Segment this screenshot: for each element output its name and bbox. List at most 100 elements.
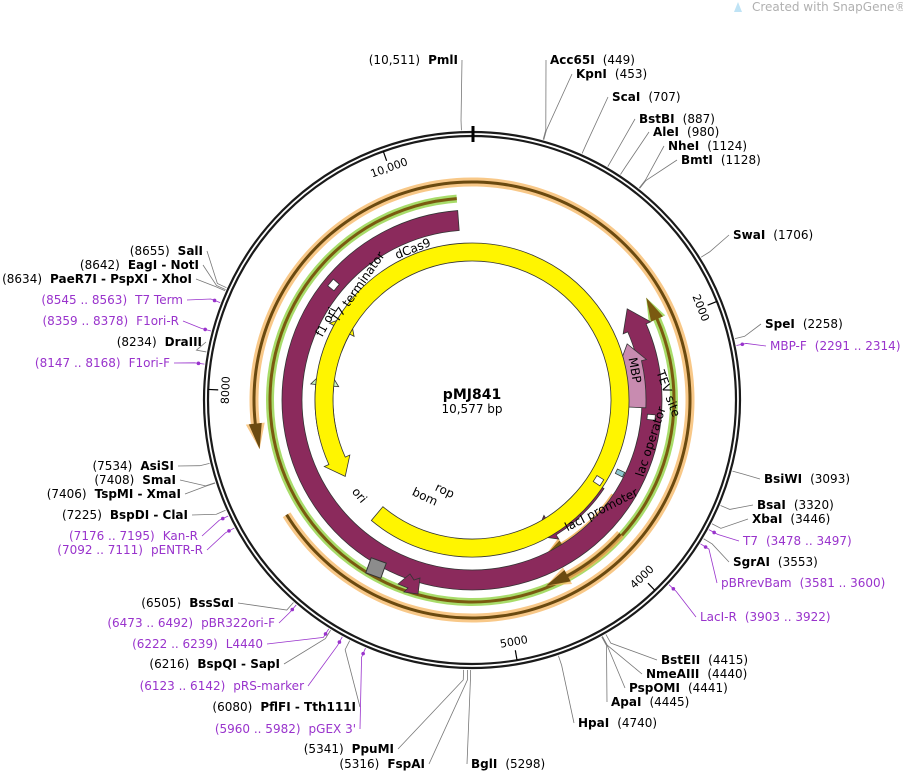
primers[interactable]: MBP-F(2291 .. 2314) T7(3478 .. 3497) pBRre… [35, 293, 901, 736]
site-label[interactable]: AleI(980) [653, 125, 719, 139]
site-bstbi[interactable]: BstBI(887) [639, 112, 715, 126]
site-label[interactable]: KpnI(453) [576, 67, 647, 81]
site-label[interactable]: (6216)BspQI - SapI [149, 657, 280, 671]
site-bsai[interactable]: BsaI(3320) [757, 498, 834, 512]
site-label[interactable]: PspOMI(4441) [629, 681, 728, 695]
primer-pgex-3-[interactable]: (5960 .. 5982)pGEX 3' [215, 651, 365, 736]
site-label[interactable]: (7225)BspDI - ClaI [62, 508, 188, 522]
site-ppumi[interactable]: (5341)PpuMI [304, 742, 394, 756]
site-label[interactable]: (8642)EagI - NotI [80, 258, 199, 272]
site-nmeaiii[interactable]: NmeAIII(4440) [646, 667, 747, 681]
site-swai[interactable]: SwaI(1706) [733, 228, 813, 242]
lac-operator-box[interactable] [614, 468, 626, 478]
site-pspomi[interactable]: PspOMI(4441) [629, 681, 728, 695]
primer-f1ori-r[interactable]: (8359 .. 8378)F1ori-R [42, 314, 207, 332]
site-bspdi-clai[interactable]: (7225)BspDI - ClaI [62, 508, 188, 522]
site-alei[interactable]: AleI(980) [653, 125, 719, 139]
primer-label[interactable]: (7176 .. 7195)Kan-R [69, 529, 198, 543]
primer-laci-r[interactable]: LacI-R(3903 .. 3922) [671, 586, 831, 624]
primer-label[interactable]: (6473 .. 6492)pBR322ori-F [107, 616, 275, 630]
site-sali[interactable]: (8655)SalI [130, 244, 203, 258]
primer-label[interactable]: LacI-R(3903 .. 3922) [700, 610, 831, 624]
site-label[interactable]: XbaI(3446) [752, 512, 830, 526]
site-label[interactable]: ScaI(707) [612, 90, 681, 104]
laci-promoter-box[interactable] [592, 475, 605, 487]
primer-label[interactable]: T7(3478 .. 3497) [742, 534, 852, 548]
site-label[interactable]: (10,511)PmlI [369, 53, 458, 67]
primer-mbp-f[interactable]: MBP-F(2291 .. 2314) [740, 339, 901, 353]
site-label[interactable]: (5316)FspAI [339, 757, 425, 771]
ori-arrow[interactable] [314, 242, 630, 558]
primer-label[interactable]: (6123 .. 6142)pRS-marker [140, 679, 304, 693]
site-label[interactable]: ApaI(4445) [611, 695, 689, 709]
site-eagi-noti[interactable]: (8642)EagI - NotI [80, 258, 199, 272]
site-kpni[interactable]: KpnI(453) [576, 67, 647, 81]
site-label[interactable]: BsaI(3320) [757, 498, 834, 512]
dCas9-arrow[interactable] [281, 210, 663, 591]
site-label[interactable]: BstBI(887) [639, 112, 715, 126]
primer-label[interactable]: (8359 .. 8378)F1ori-R [42, 314, 179, 328]
primer-label[interactable]: (5960 .. 5982)pGEX 3' [215, 722, 356, 736]
primer-t7[interactable]: T7(3478 .. 3497) [712, 530, 852, 548]
site-draiii[interactable]: (8234)DraIII [117, 335, 202, 349]
primer-l4440[interactable]: (6222 .. 6239)L4440 [132, 632, 328, 651]
site-label[interactable]: BmtI(1128) [681, 153, 761, 167]
site-label[interactable]: BglI(5298) [471, 757, 545, 771]
primer-pbrrevbam[interactable]: pBRrevBam(3581 .. 3600) [703, 545, 886, 590]
site-label[interactable]: BstEII(4415) [661, 653, 748, 667]
site-label[interactable]: SpeI(2258) [765, 317, 843, 331]
site-spei[interactable]: SpeI(2258) [765, 317, 843, 331]
rop-arrow[interactable] [397, 573, 421, 595]
site-bmti[interactable]: BmtI(1128) [681, 153, 761, 167]
primer-pentr-r[interactable]: (7092 .. 7111)pENTR-R [57, 529, 231, 557]
site-pflfi-tth111i[interactable]: (6080)PflFI - Tth111I [212, 700, 356, 714]
feature-mbp[interactable]: MBP [618, 343, 648, 409]
site-label[interactable]: (7534)AsiSI [92, 459, 174, 473]
site-smai[interactable]: (7408)SmaI [94, 473, 176, 487]
t7-terminator-box[interactable] [327, 278, 340, 292]
site-xbai[interactable]: XbaI(3446) [752, 512, 830, 526]
site-label[interactable]: (6505)BssSαI [141, 596, 234, 610]
site-apai[interactable]: ApaI(4445) [611, 695, 689, 709]
site-bspqi-sapi[interactable]: (6216)BspQI - SapI [149, 657, 280, 671]
site-tspmi-xmai[interactable]: (7406)TspMI - XmaI [47, 487, 181, 501]
primer-f1ori-f[interactable]: (8147 .. 8168)F1ori-F [35, 356, 201, 370]
site-bsss-i[interactable]: (6505)BssSαI [141, 596, 234, 610]
site-bgli[interactable]: BglI(5298) [471, 757, 545, 771]
site-nhei[interactable]: NheI(1124) [668, 139, 747, 153]
site-label[interactable]: (8634)PaeR7I - PspXI - XhoI [2, 272, 192, 286]
site-label[interactable]: NmeAIII(4440) [646, 667, 747, 681]
site-bsiwi[interactable]: BsiWI(3093) [764, 472, 850, 486]
site-fspai[interactable]: (5316)FspAI [339, 757, 425, 771]
site-label[interactable]: (8655)SalI [130, 244, 203, 258]
site-sgrai[interactable]: SgrAI(3553) [733, 555, 818, 569]
site-label[interactable]: BsiWI(3093) [764, 472, 850, 486]
site-asisi[interactable]: (7534)AsiSI [92, 459, 174, 473]
primer-prs-marker[interactable]: (6123 .. 6142)pRS-marker [140, 640, 342, 693]
restriction-sites[interactable]: (10,511)PmlI Acc65I(449)KpnI(453) ScaI(707… [2, 53, 850, 771]
primer-label[interactable]: (6222 .. 6239)L4440 [132, 637, 263, 651]
site-bsteii[interactable]: BstEII(4415) [661, 653, 748, 667]
site-label[interactable]: HpaI(4740) [578, 716, 657, 730]
site-paer7i-pspxi-xhoi[interactable]: (8634)PaeR7I - PspXI - XhoI [2, 272, 192, 286]
site-scai[interactable]: ScaI(707) [612, 90, 681, 104]
site-label[interactable]: (5341)PpuMI [304, 742, 394, 756]
site-label[interactable]: (7408)SmaI [94, 473, 176, 487]
primer-label[interactable]: pBRrevBam(3581 .. 3600) [721, 576, 885, 590]
site-label[interactable]: SwaI(1706) [733, 228, 813, 242]
site-pmli[interactable]: (10,511)PmlI [369, 53, 458, 67]
site-label[interactable]: Acc65I(449) [550, 53, 635, 67]
primer-label[interactable]: (8147 .. 8168)F1ori-F [35, 356, 170, 370]
site-acc65i[interactable]: Acc65I(449) [550, 53, 635, 67]
primer-label[interactable]: (8545 .. 8563)T7 Term [41, 293, 183, 307]
primer-pbr322ori-f[interactable]: (6473 .. 6492)pBR322ori-F [107, 607, 295, 630]
site-label[interactable]: SgrAI(3553) [733, 555, 818, 569]
bom-box[interactable] [365, 557, 387, 579]
site-label[interactable]: (7406)TspMI - XmaI [47, 487, 181, 501]
tev-site-box[interactable] [646, 413, 656, 421]
primer-label[interactable]: (7092 .. 7111)pENTR-R [57, 543, 203, 557]
primer-label[interactable]: MBP-F(2291 .. 2314) [770, 339, 901, 353]
site-label[interactable]: NheI(1124) [668, 139, 747, 153]
primer-kan-r[interactable]: (7176 .. 7195)Kan-R [69, 516, 225, 543]
